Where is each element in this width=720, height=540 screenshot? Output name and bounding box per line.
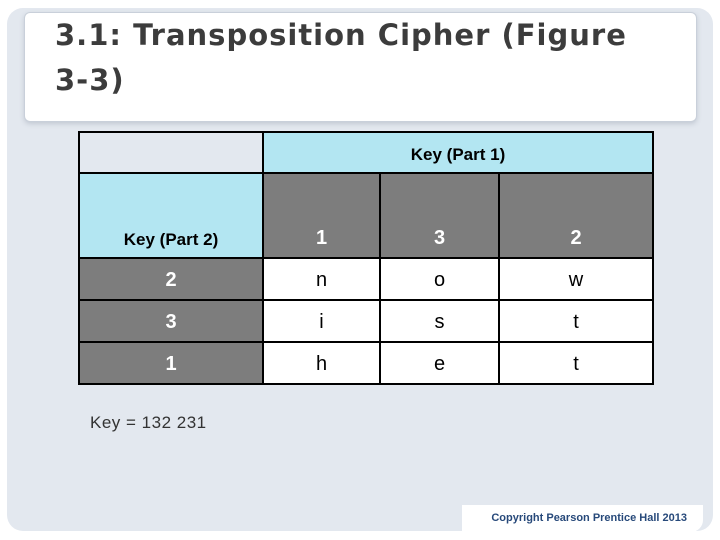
- table-row: 3 i s t: [78, 299, 654, 343]
- title-box: 3.1: Transposition Cipher (Figure 3-3): [24, 12, 697, 122]
- slide-title-line-1: 3.1: Transposition Cipher (Figure: [55, 18, 627, 52]
- table-row-column-keys: Key (Part 2) 1 3 2: [78, 172, 654, 259]
- row-key-cell: 1: [78, 341, 264, 385]
- row-key-cell: 3: [78, 299, 264, 343]
- key-value-note: Key = 132 231: [90, 413, 207, 432]
- letter-cell: h: [262, 341, 381, 385]
- row-key-cell: 2: [78, 257, 264, 301]
- letter-cell: t: [498, 341, 654, 385]
- table-row-part1-header: Key (Part 1): [78, 131, 654, 174]
- column-key-cell: 3: [379, 172, 500, 259]
- slide-title: 3.1: Transposition Cipher (Figure 3-3): [25, 13, 696, 103]
- transposition-cipher-table: Key (Part 1) Key (Part 2) 1 3 2 2 n o w …: [78, 131, 654, 385]
- letter-cell: n: [262, 257, 381, 301]
- slide-title-line-2: 3-3): [55, 63, 125, 97]
- letter-cell: e: [379, 341, 500, 385]
- letter-cell: w: [498, 257, 654, 301]
- key-part1-header-cell: Key (Part 1): [262, 131, 654, 174]
- table-row: 1 h e t: [78, 341, 654, 385]
- column-key-cell: 2: [498, 172, 654, 259]
- copyright-footer: Copyright Pearson Prentice Hall 2013: [462, 505, 703, 532]
- empty-corner-cell: [78, 131, 264, 174]
- letter-cell: s: [379, 299, 500, 343]
- letter-cell: t: [498, 299, 654, 343]
- table-row: 2 n o w: [78, 257, 654, 301]
- letter-cell: i: [262, 299, 381, 343]
- column-key-cell: 1: [262, 172, 381, 259]
- letter-cell: o: [379, 257, 500, 301]
- key-part2-header-cell: Key (Part 2): [78, 172, 264, 259]
